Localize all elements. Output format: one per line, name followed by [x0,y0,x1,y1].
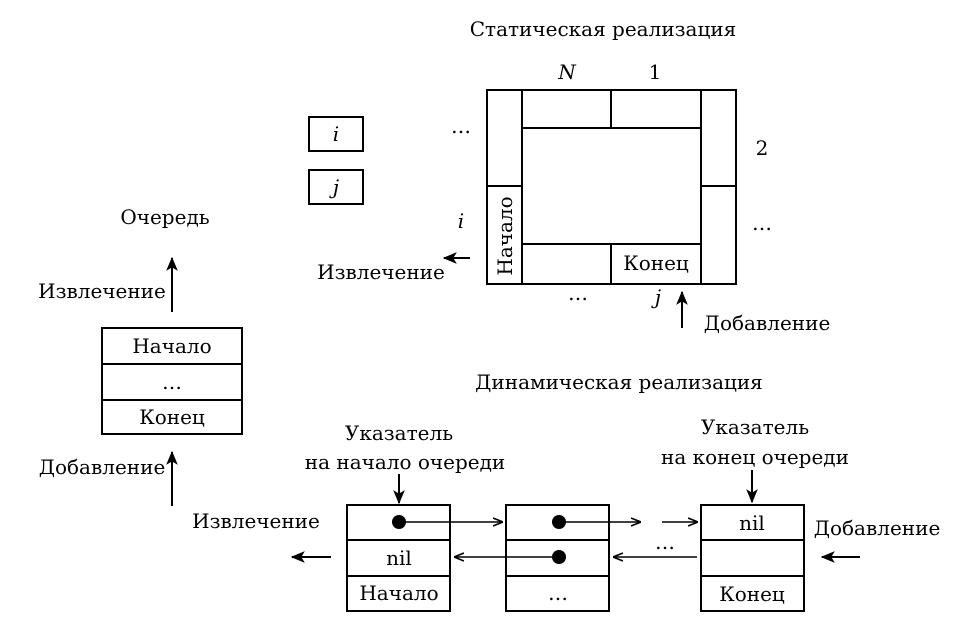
queue-cell-dots: … [162,370,182,394]
queue-extract-label: Извлечение [38,279,166,303]
head-pointer-label-2: на начало очереди [305,450,506,474]
dots-right: … [752,211,772,235]
node-middle-dots: … [548,581,568,605]
index-box-i-label: i [333,122,339,146]
static-start-label: Начало [493,196,517,275]
static-title: Статическая реализация [470,17,737,41]
list-node-tail [700,504,805,612]
label-N: N [557,60,577,84]
label-1: 1 [649,60,662,84]
label-i-side: i [458,209,464,233]
static-add-label: Добавление [704,311,831,335]
head-pointer-label-1: Указатель [345,421,453,445]
queue-title: Очередь [120,205,209,229]
dynamic-extract-label: Извлечение [192,509,320,533]
node-tail-end: Конец [719,582,785,606]
index-box-i [308,116,364,152]
queue-cell-end: Конец [139,405,205,429]
index-box-j [308,169,364,205]
queue-add-label: Добавление [39,455,166,479]
abstract-queue: Очередь Извлечение Начало … Конец Добавл… [38,205,243,506]
label-2: 2 [756,136,769,160]
dots-left: … [451,114,471,138]
tail-pointer-label-1: Указатель [701,415,809,439]
node-head-nil: nil [386,546,412,570]
tail-pointer-label-2: на конец очереди [661,445,849,469]
static-extract-label: Извлечение [317,260,445,284]
dynamic-implementation: Динамическая реализация Указатель на нач… [192,370,941,612]
static-end-label: Конец [623,251,689,275]
queue-box [101,327,243,435]
static-implementation: Статическая реализация i j N 1 2 … … … i… [308,17,831,335]
between-dots: … [655,530,675,554]
label-j-side: j [651,285,661,309]
node-tail-nil: nil [739,511,765,535]
node-head-start: Начало [359,581,438,605]
queue-cell-start: Начало [132,334,211,358]
dynamic-add-label: Добавление [814,516,941,540]
dynamic-title: Динамическая реализация [475,370,763,394]
dots-bottom: … [568,281,588,305]
index-box-j-label: j [329,175,339,199]
